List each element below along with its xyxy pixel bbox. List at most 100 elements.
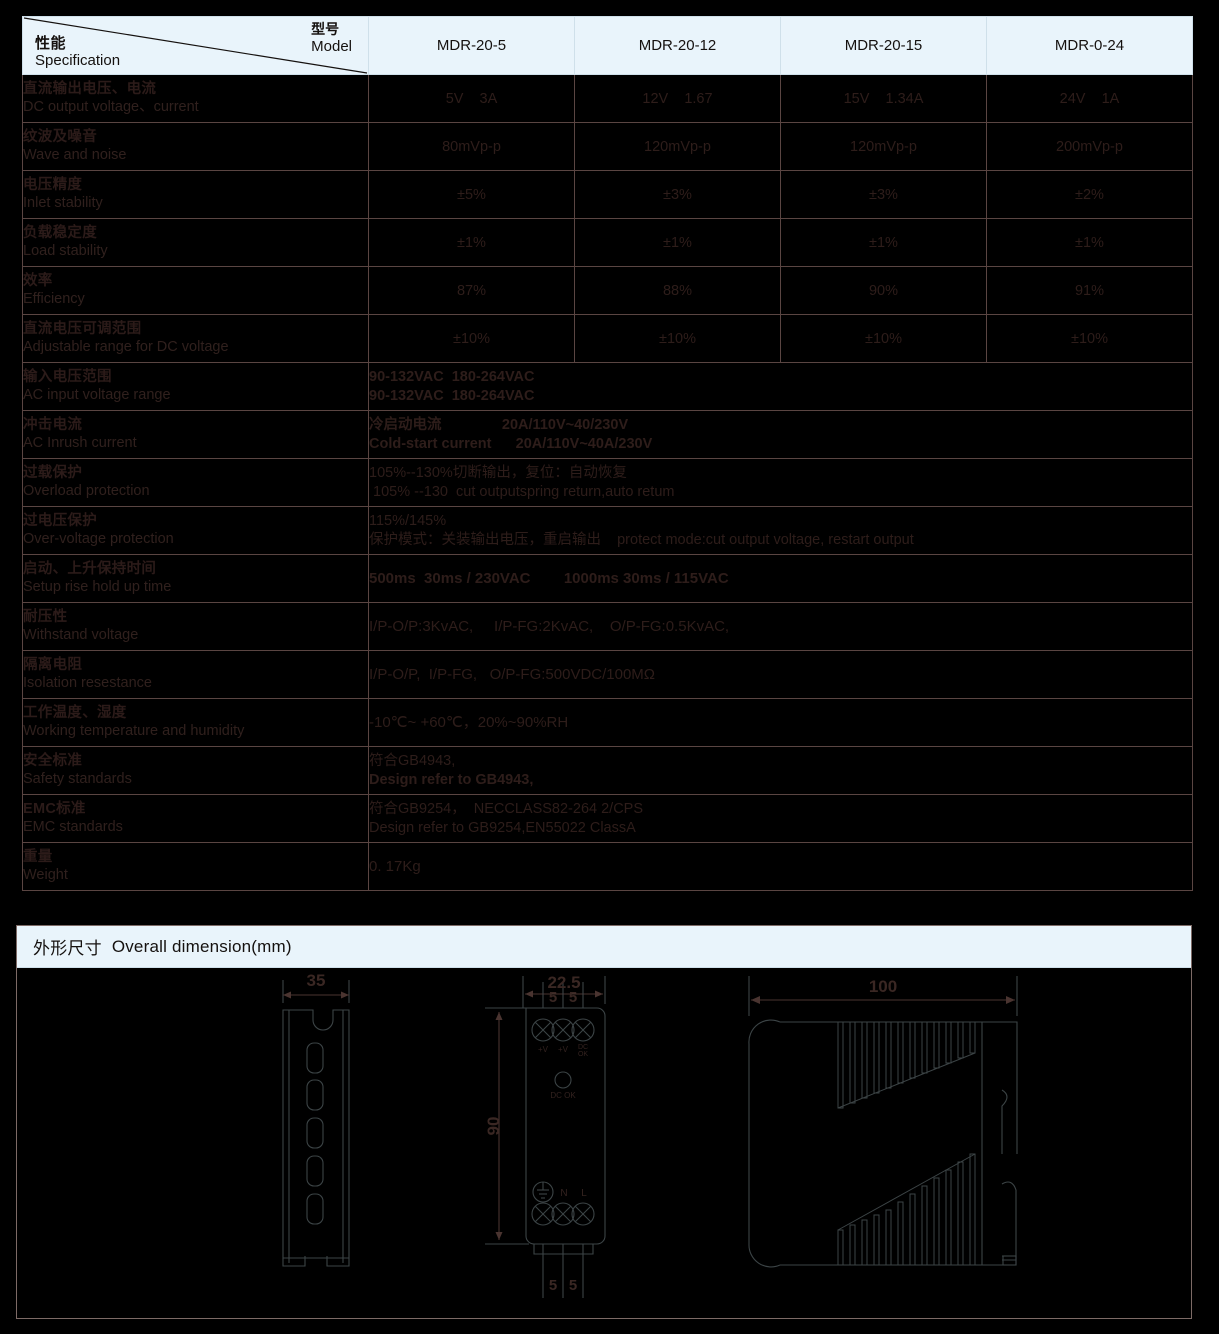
spec-value-cell: ±1% xyxy=(780,218,987,267)
spec-label-cn: 重量 xyxy=(23,848,53,865)
spec-value-line-1: 符合GB4943, xyxy=(369,752,456,769)
spec-value: ±1% xyxy=(869,234,898,251)
terminal-label-neutral: N xyxy=(560,1188,567,1199)
front-view-drawing: 22.5 90 5 5 5 5 +V +V DC OK DC OK N L xyxy=(484,973,606,1298)
spec-value-line-2: 保护模式：关装输出电压，重启输出 protect mode:cut output… xyxy=(369,531,914,548)
header-model-cn: 型号 xyxy=(311,21,340,37)
spec-value-line-1: 500ms 30ms / 230VAC 1000ms 30ms / 115VAC xyxy=(369,569,729,587)
spec-value-cell: ±10% xyxy=(368,314,575,363)
front-height-dimension-label: 90 xyxy=(484,1117,503,1136)
led-label-dc-ok: DC OK xyxy=(550,1091,576,1100)
dimension-section-title: 外形尺寸 Overall dimension(mm) xyxy=(17,926,1191,968)
spec-value-cell: 15V 1.34A xyxy=(780,74,987,123)
header-specification-label: 性能 Specification xyxy=(35,35,120,70)
spec-label-en: Safety standards xyxy=(23,770,132,787)
spec-value-cell: 200mVp-p xyxy=(986,122,1193,171)
spec-label-en: Weight xyxy=(23,866,68,883)
spec-value-cell: ±1% xyxy=(368,218,575,267)
spec-label-en: Adjustable range for DC voltage xyxy=(23,338,229,355)
spec-value-cell: ±2% xyxy=(986,170,1193,219)
model-header-4: MDR-0-24 xyxy=(986,16,1193,75)
spec-label-en: AC input voltage range xyxy=(23,386,171,403)
spec-label-cn: 直流电压可调范围 xyxy=(23,320,142,337)
spec-value: ±1% xyxy=(663,234,692,251)
dimension-drawings: 35 xyxy=(17,968,1191,1318)
terminal-label-live: L xyxy=(581,1188,587,1199)
terminal-label-dcok-dc: DC xyxy=(578,1044,588,1051)
header-model-label: 型号 Model xyxy=(311,21,352,55)
spec-label-cn: 输入电压范围 xyxy=(23,368,112,385)
spec-label-en: Load stability xyxy=(23,242,108,259)
spec-label-en: Withstand voltage xyxy=(23,626,139,643)
model-header-2: MDR-20-12 xyxy=(574,16,781,75)
spec-value-line-1: I/P-O/P:3KvAC, I/P-FG:2KvAC, O/P-FG:0.5K… xyxy=(369,617,730,635)
spec-value: ±3% xyxy=(869,186,898,203)
spec-label-cn: 电压精度 xyxy=(23,176,83,193)
din-rail-drawing: 35 xyxy=(282,971,350,1267)
spec-label-en: Setup rise hold up time xyxy=(23,578,172,595)
overall-dimension-section: 外形尺寸 Overall dimension(mm) xyxy=(16,925,1192,1319)
spec-label-en: Efficiency xyxy=(23,290,85,307)
spec-value-cell: ±5% xyxy=(368,170,575,219)
rail-width-dimension-label: 35 xyxy=(307,971,326,990)
spec-label-en: Over-voltage protection xyxy=(23,530,174,547)
spec-value-cell: ±10% xyxy=(986,314,1193,363)
spec-value-cell-merged: 115%/145%保护模式：关装输出电压，重启输出 protect mode:c… xyxy=(368,506,1193,555)
spec-value-cell-merged: 符合GB9254， NECCLASS82-264 2/CPS Design ref… xyxy=(368,794,1193,843)
spec-value: ±10% xyxy=(1071,330,1108,347)
spec-value-line-2: Design refer to GB4943, xyxy=(369,771,534,788)
spec-value-line-1: 符合GB9254， NECCLASS82-264 2/CPS xyxy=(369,800,644,817)
spec-value-cell: ±1% xyxy=(986,218,1193,267)
spec-value-line-2: 105% --130 cut outputspring return,auto … xyxy=(369,483,675,500)
spec-value-cell: ±3% xyxy=(574,170,781,219)
spec-value: 120mVp-p xyxy=(850,138,917,155)
spec-value-cell-merged: 符合GB4943, Design refer to GB4943, xyxy=(368,746,1193,795)
spec-value-line-2: Design refer to GB9254,EN55022 ClassA xyxy=(369,819,636,836)
spec-value: ±1% xyxy=(1075,234,1104,251)
spec-value-cell: 88% xyxy=(574,266,781,315)
spec-value-cell: 87% xyxy=(368,266,575,315)
spec-label-cn: 冲击电流 xyxy=(23,416,83,433)
spec-label-cn: 过电压保护 xyxy=(23,512,97,529)
bottom-pitch-label-1: 5 xyxy=(549,1277,557,1294)
spec-label-cn: 效率 xyxy=(23,272,53,289)
terminal-label-vplus-1: +V xyxy=(538,1045,549,1054)
spec-label-cn: 纹波及噪音 xyxy=(23,128,97,145)
terminal-label-dcok-ok: OK xyxy=(578,1051,588,1058)
header-specification-cn: 性能 xyxy=(35,34,67,52)
spec-value: ±5% xyxy=(457,186,486,203)
spec-value-cell-merged: 0. 17Kg xyxy=(368,842,1193,891)
header-model-en: Model xyxy=(311,37,352,55)
spec-value-cell: 80mVp-p xyxy=(368,122,575,171)
spec-value: ±3% xyxy=(663,186,692,203)
spec-value-cell: 120mVp-p xyxy=(574,122,781,171)
spec-value-cell: ±10% xyxy=(780,314,987,363)
spec-label-cn: 耐压性 xyxy=(23,608,68,625)
model-header-1: MDR-20-5 xyxy=(368,16,575,75)
bottom-pitch-label-2: 5 xyxy=(569,1277,577,1294)
spec-value: 5V 3A xyxy=(445,90,498,107)
dimension-title-en: Overall dimension(mm) xyxy=(111,936,292,956)
spec-value: ±10% xyxy=(453,330,490,347)
spec-value: ±1% xyxy=(457,234,486,251)
spec-value: 80mVp-p xyxy=(442,138,501,155)
spec-value: ±10% xyxy=(865,330,902,347)
